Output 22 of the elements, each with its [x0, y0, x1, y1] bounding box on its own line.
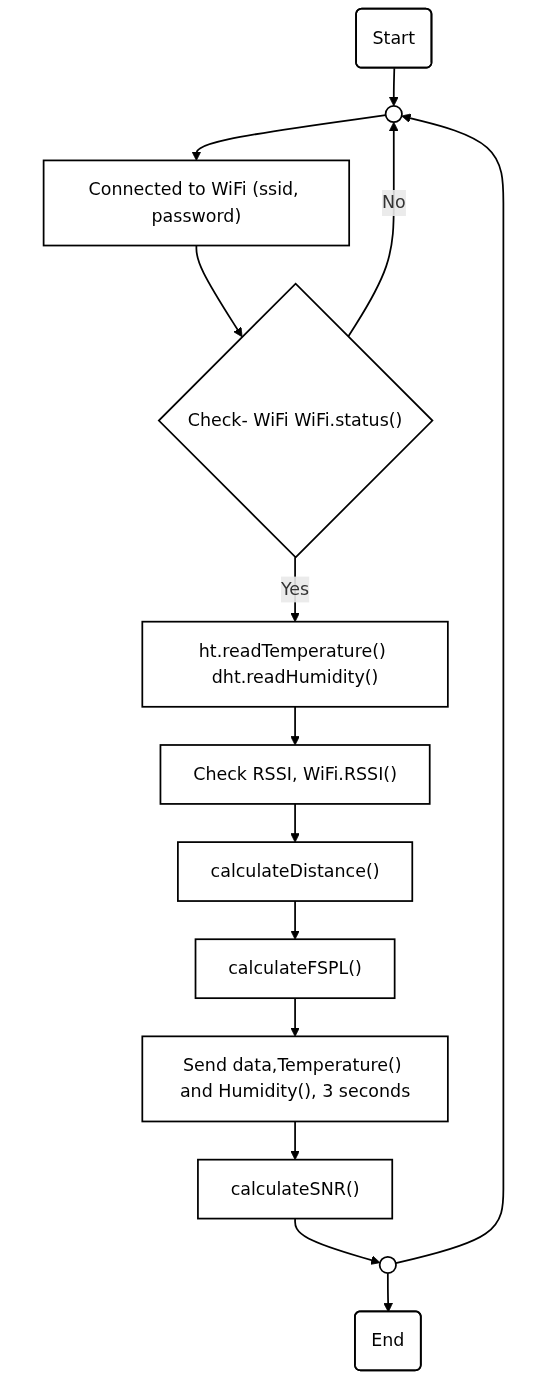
edge-label: Yes: [280, 578, 310, 600]
arrow: [195, 244, 243, 338]
arrow: [294, 1217, 381, 1265]
arrow: [389, 67, 399, 107]
node-box: ht.readTemperature() dht.readHumidity(): [141, 620, 449, 708]
arrow: [290, 997, 300, 1037]
node-box: calculateFSPL(): [194, 938, 396, 1000]
node-box: Check RSSI, WiFi.RSSI(): [159, 744, 431, 805]
node-box: calculateDistance(): [177, 841, 414, 902]
arrow: [290, 803, 300, 843]
node-box: Connected to WiFi (ssid, password): [42, 159, 351, 247]
arrow: [290, 1120, 300, 1161]
node-box: calculateSNR(): [197, 1158, 394, 1220]
arrow: [383, 1272, 393, 1313]
node-diamond: Check- WiFi WiFi.status(): [157, 282, 434, 559]
node-circle: [384, 104, 403, 124]
node-box: Send data,Temperature() and Humidity(), 3 seconds: [141, 1035, 449, 1123]
edge-label: No: [381, 192, 406, 213]
arrow: [191, 114, 387, 161]
node-circle: [378, 1255, 397, 1275]
arrow: [290, 705, 300, 746]
arrow: [290, 900, 300, 940]
